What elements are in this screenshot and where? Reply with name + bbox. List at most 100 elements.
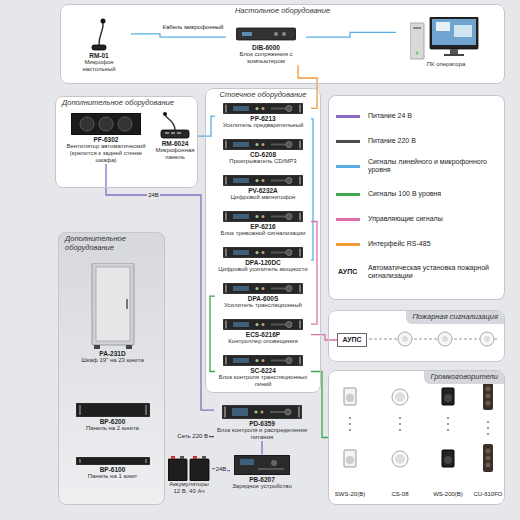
legend-item: Управляющие сигналы <box>336 215 501 223</box>
label: CS-08 <box>391 491 408 498</box>
legend-text: Питание 24 В <box>368 112 501 120</box>
mains-wire <box>209 436 214 437</box>
device-image <box>90 263 136 349</box>
panel-title: Стоечное оборудование <box>206 89 320 102</box>
model-name: PP-6213 <box>215 115 311 122</box>
model-name: PF-6302 <box>62 136 150 143</box>
legend-text: Сигналы линейного и микрофонного уровня <box>368 158 501 175</box>
connector <box>311 335 337 340</box>
device: Аккумуляторы 12 В, 40 Ач <box>166 455 212 495</box>
device: PV-6232AЦифровой магнитофон <box>215 175 311 201</box>
description: Блок сопряжения с компьютером <box>226 51 306 65</box>
label: АУПС <box>338 268 357 276</box>
device-image <box>236 25 296 43</box>
device: PF-6302Вентилятор автоматический (крепит… <box>62 113 150 164</box>
device-image <box>76 403 150 417</box>
device: PP-6213Усилитель предварительный <box>215 103 311 129</box>
legend-text: Сигналы 100 В уровня <box>368 190 501 198</box>
ceiling-speaker <box>392 389 408 405</box>
column-speaker <box>483 444 493 472</box>
description: Зарядное устройство <box>230 483 294 490</box>
continuation-dots <box>349 417 489 435</box>
device-image <box>71 113 141 135</box>
box-speaker <box>442 450 454 467</box>
panel-title: Громкоговорители <box>424 371 504 384</box>
description: Аккумуляторы 12 В, 40 Ач <box>166 481 212 495</box>
device: BP-6200Панель на 2 юнита <box>65 403 160 432</box>
device-image <box>223 103 303 114</box>
edge-label: Кабель микрофонный <box>161 24 225 31</box>
model-name: RM-6024 <box>153 140 197 147</box>
model-name: RM-01 <box>67 52 131 59</box>
description: Проигрыватель CD/MP3 <box>215 158 311 165</box>
description: Блок тревожной сигнализации <box>215 230 311 237</box>
device-image <box>157 111 193 139</box>
device: PD-6359Блок контроля и распределения пит… <box>214 405 310 441</box>
panel: Громкоговорители <box>328 370 505 505</box>
model-name: DIB-6000 <box>226 44 306 51</box>
device-image <box>222 405 302 419</box>
connector <box>311 119 313 260</box>
description: Усилитель трансляционный <box>215 302 311 309</box>
smoke-detector <box>480 332 494 346</box>
description: ПК оператора <box>396 61 496 68</box>
device-image <box>76 457 150 465</box>
device: DPA-120DCЦифровой усилитель мощности <box>215 247 311 273</box>
model-name: SC-6224 <box>215 367 311 374</box>
column-speaker <box>483 382 493 410</box>
device: EP-6216Блок тревожной сигнализации <box>215 211 311 237</box>
connector <box>261 441 262 455</box>
connector <box>311 372 328 438</box>
model-name: BP-6200 <box>65 418 160 425</box>
description: Блок контроля и распределения питания <box>214 427 310 441</box>
legend-swatch <box>336 165 360 168</box>
model-name: PA-231D <box>67 350 158 357</box>
device: PA-231DШкаф 19" на 23 юнита <box>67 263 158 364</box>
connector <box>306 32 396 37</box>
wall-speaker <box>344 450 356 467</box>
model-name: DPA-600S <box>215 295 311 302</box>
device: SC-6224Блок контроля трансляционных лини… <box>215 355 311 388</box>
legend-swatch <box>336 243 360 246</box>
description: Микрофон настольный <box>67 59 131 73</box>
ceiling-speaker <box>392 451 408 467</box>
device: RM-6024Микрофонная панель <box>153 111 197 161</box>
legend-text: Управляющие сигналы <box>368 215 501 223</box>
legend-item: Питание 24 В <box>336 112 501 120</box>
model-name: BP-6100 <box>65 466 160 473</box>
panel-title: Дополнительное оборудование <box>56 97 197 110</box>
connector <box>197 116 215 136</box>
box-speaker <box>442 388 454 405</box>
legend-swatch <box>336 193 360 196</box>
model-name: PB-6207 <box>230 476 294 483</box>
device-image <box>223 175 303 186</box>
label: CU-610FO <box>473 491 502 498</box>
legend-item: Сигналы линейного и микрофонного уровня <box>336 158 501 175</box>
device: ECS-6216PКонтроллер оповещения <box>215 319 311 345</box>
device-image <box>223 139 303 150</box>
panel-title: Дополнительное оборудование <box>59 233 164 254</box>
legend-item: Сигналы 100 В уровня <box>336 190 501 198</box>
label: Сеть 220 В <box>177 433 208 440</box>
model-name: PD-6359 <box>214 420 310 427</box>
device-image <box>410 17 482 61</box>
legend-text: Питание 220 В <box>368 137 501 145</box>
panel-title: Пожарная сигнализация <box>406 311 504 324</box>
device-image <box>223 355 303 366</box>
description: Панель на 1 юнит <box>65 473 160 480</box>
device-image <box>223 211 303 222</box>
connector <box>131 34 226 37</box>
panel: Пожарная сигнализацияАУПС <box>328 310 505 362</box>
description: Контроллер оповещения <box>215 338 311 345</box>
edge-label: 24В <box>215 466 228 473</box>
device-image <box>88 17 110 51</box>
legend-item: Интерфейс RS-485 <box>336 240 501 248</box>
description: Цифровой усилитель мощности <box>215 266 311 273</box>
device: DPA-600SУсилитель трансляционный <box>215 283 311 309</box>
device: CD-6208Проигрыватель CD/MP3 <box>215 139 311 165</box>
connector <box>311 222 317 325</box>
description: Панель на 2 юнита <box>65 425 160 432</box>
connector <box>210 296 215 371</box>
legend-swatch <box>336 140 360 143</box>
